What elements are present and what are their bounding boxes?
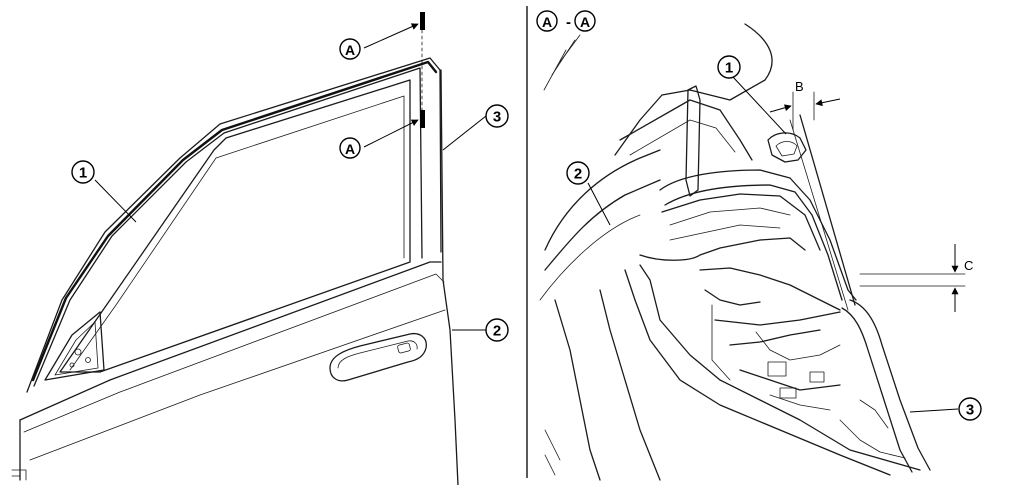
quarter-window [44,311,105,381]
belt-line [19,261,442,421]
inner-panel-2 [629,119,736,156]
svg-text:2: 2 [574,166,582,183]
body-lower-hatch [544,429,561,476]
svg-text:1: 1 [725,60,733,77]
svg-text:A: A [580,14,590,30]
callout-3-right: 3 [958,397,982,421]
door-inner-panel-lower [839,419,906,459]
door-handle [329,332,427,382]
door-sash-outer [26,57,442,393]
body-panel-top [614,23,773,156]
svg-text:3: 3 [966,402,974,419]
svg-text:3: 3 [493,109,501,126]
glass-line [799,114,856,306]
section-mark-a-bottom: A [339,137,361,159]
svg-text:1: 1 [79,165,87,182]
svg-text:B: B [795,79,804,94]
body-lower-contour [554,299,601,481]
section-a-a-view: A - A [536,10,973,481]
svg-text:C: C [964,258,973,273]
glass-line-2 [789,119,849,311]
section-cut-mark-top [420,12,425,30]
mirror-mount [11,469,27,481]
window-glass-inner [69,95,405,371]
section-title: A - A [536,10,596,32]
body-lower-contour-2 [599,289,661,481]
svg-text:A: A [345,42,355,58]
door-character-line [29,309,446,461]
svg-text:A: A [345,141,355,157]
section-cut-mark-bottom [420,110,425,128]
callout-1-left: 1 [71,160,95,184]
inner-panel [619,99,753,161]
section-hatch [543,34,581,91]
body-outer-panel [544,149,661,251]
door-outer-skin [849,299,931,471]
callout-1-right: 1 [717,55,741,79]
body-outer-panel-2 [544,179,661,271]
svg-text:2: 2 [493,323,501,340]
door-outer-skin-inner [841,307,913,473]
callout-2-right: 2 [566,161,590,185]
callout-2-left: 2 [485,318,509,342]
window-glass-edge [59,79,411,373]
dimension-b: B [769,79,841,131]
svg-text:-: - [566,14,571,31]
door-sash-inner [33,67,423,387]
weatherstrip-line [31,60,438,382]
quarter-window-inner [54,321,99,376]
door-inner-detail [859,399,889,429]
front-door-view [11,12,487,485]
section-mark-a-top: A [339,38,361,60]
svg-text:A: A [542,14,552,30]
belt-line-2 [23,273,445,433]
body-outer-panel-3 [539,214,641,301]
dimension-c: C [859,244,973,312]
rear-door-edge [440,69,459,485]
door-frame-section [624,264,921,476]
callout-3-left: 3 [485,104,509,128]
weatherstrip-section [639,85,857,301]
